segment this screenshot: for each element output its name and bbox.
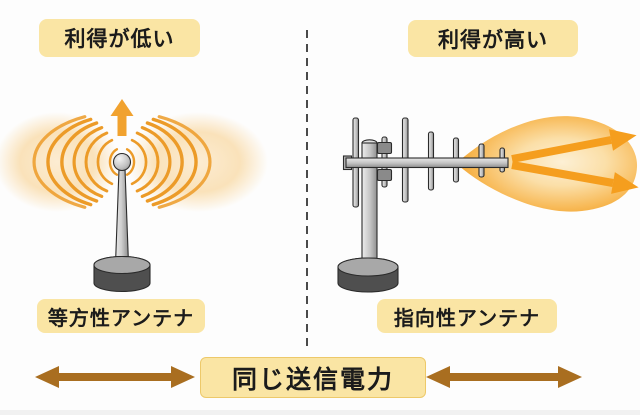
right-gain-label: 利得が高い — [408, 20, 578, 57]
antenna-base — [337, 257, 399, 293]
isotropic-antenna-icon — [93, 152, 151, 293]
beam-arrows-icon — [511, 129, 639, 194]
double-arrow-right-icon — [426, 366, 582, 388]
radiation-waves-icon — [0, 112, 268, 212]
divider-dashed-line — [306, 30, 308, 352]
boom — [345, 157, 509, 169]
up-arrow-icon — [110, 99, 134, 136]
element-clamps — [376, 141, 393, 182]
antenna-rod — [114, 168, 130, 265]
antenna-ball — [112, 152, 132, 172]
left-antenna-label: 等方性アンテナ — [37, 299, 205, 333]
yagi-antenna-icon — [337, 117, 509, 293]
directional-antenna-illustration — [337, 116, 639, 293]
right-antenna-label: 指向性アンテナ — [377, 299, 557, 333]
double-arrow-left-icon — [35, 366, 195, 388]
left-gain-label: 利得が低い — [39, 19, 200, 57]
antenna-base — [93, 255, 151, 293]
power-banner-label: 同じ送信電力 — [200, 357, 426, 398]
bottom-edge-shade — [0, 410, 640, 415]
isotropic-antenna-illustration — [0, 99, 268, 293]
